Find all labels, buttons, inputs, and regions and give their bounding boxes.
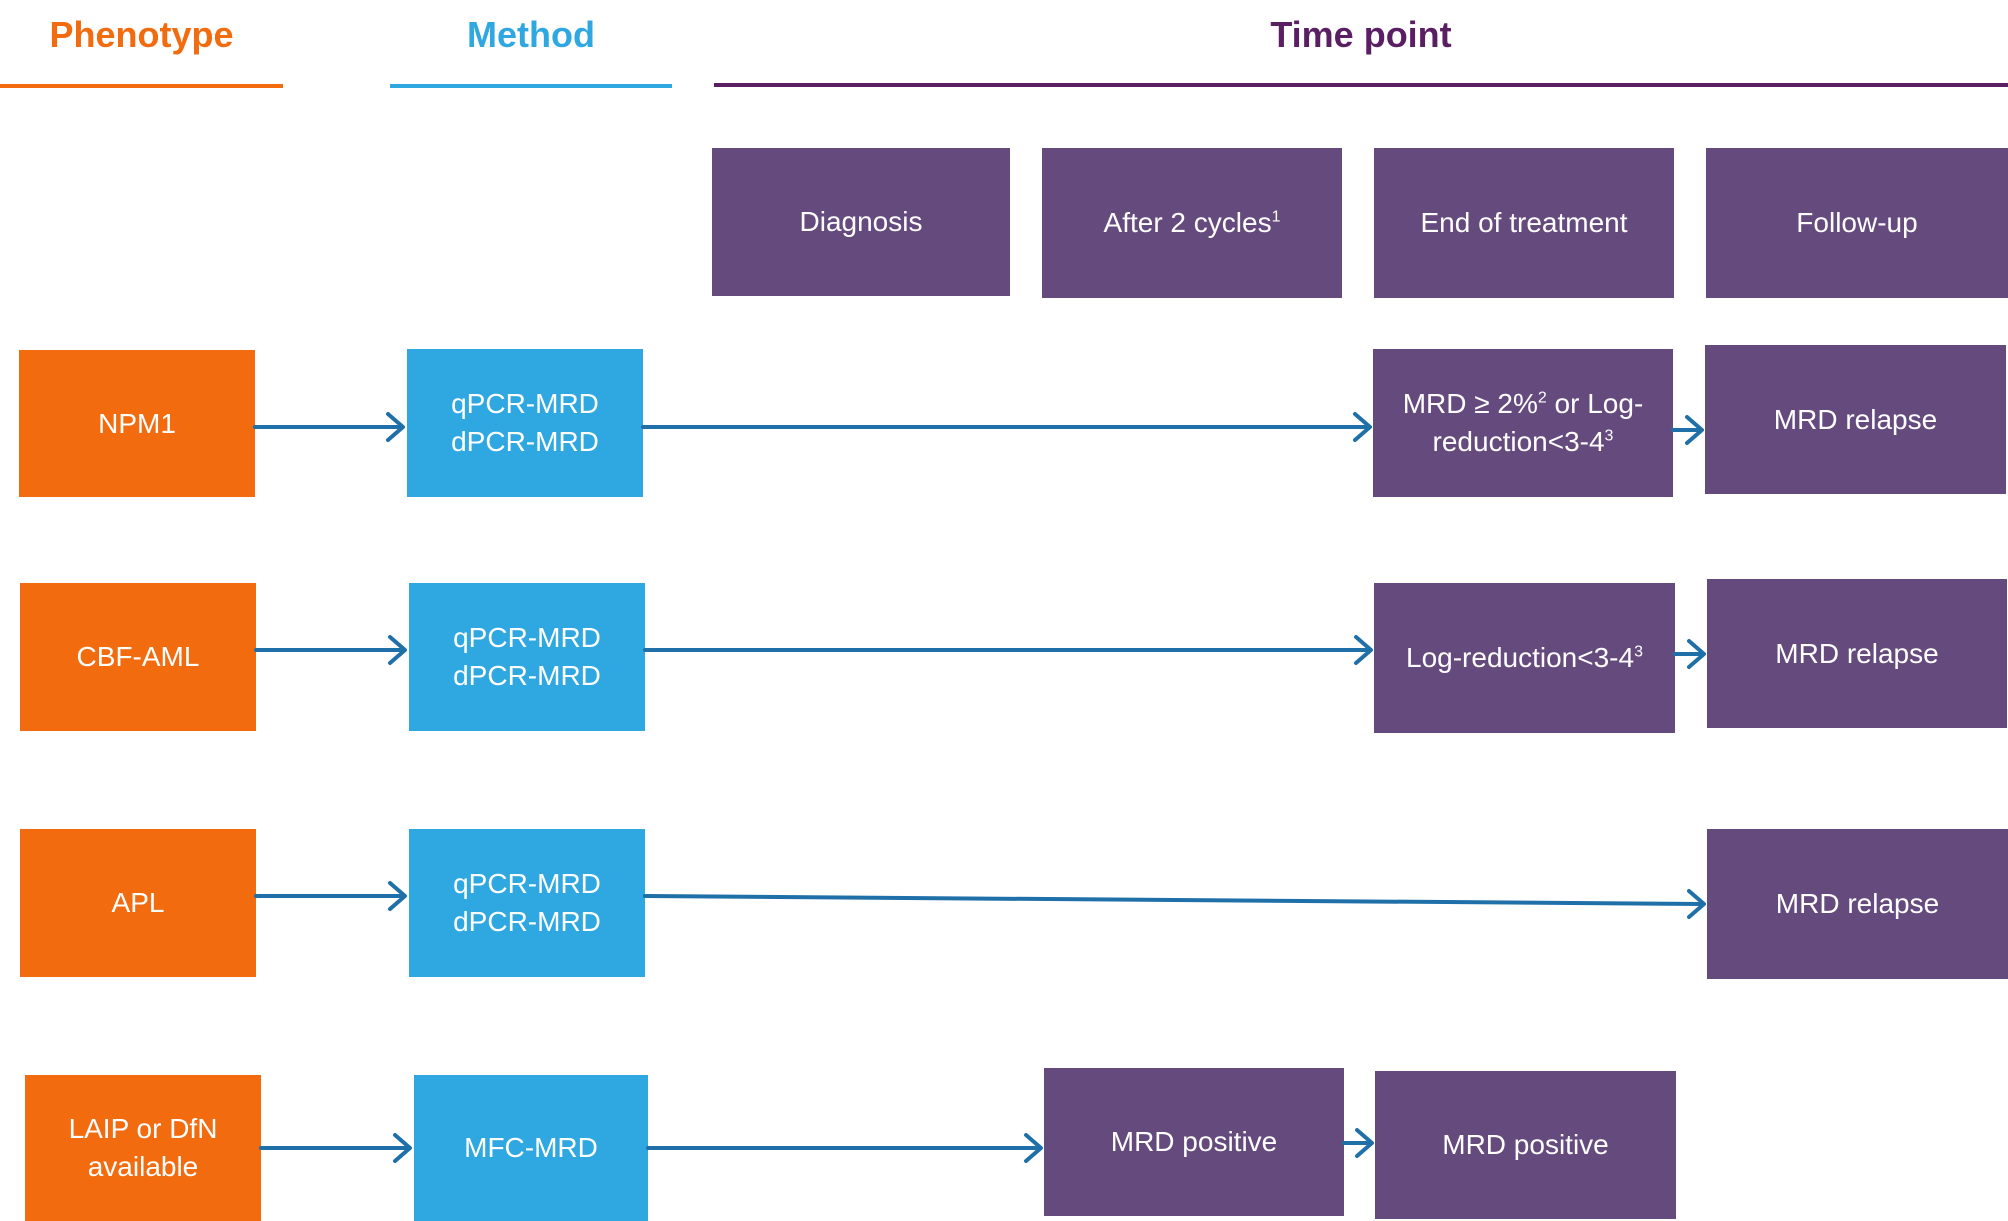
timepoint-after-cycles-label: After 2 cycles1 [1103,207,1281,239]
footnote-1: 1 [1271,208,1281,226]
phenotype-cbf-label: CBF-AML [76,641,200,673]
phenotype-apl-label: APL [111,887,165,919]
npm1-end-of-treatment-criterion: MRD ≥ 2%2 or Log-reduction<3-43 [1373,349,1673,497]
arrowhead [1687,639,1706,669]
phenotype-header: Phenotype [49,14,234,55]
arrowhead [388,635,407,665]
arrowhead [1353,412,1372,442]
cbf-eot-label: Log-reduction<3-43 [1406,642,1643,674]
phenotype-laip-dfn: LAIP or DfN available [25,1075,261,1221]
time-point-header: Time point [1270,14,1452,55]
cbf-followup-label: MRD relapse [1775,637,1939,669]
cbf-follow-up: MRD relapse [1707,579,2007,728]
laip-end-of-treatment: MRD positive [1375,1071,1676,1219]
phenotype-underline [0,84,283,88]
arrow-apl-method-to-followup [643,894,1705,906]
method-underline [390,84,672,88]
method-header: Method [467,14,595,55]
npm1-follow-up: MRD relapse [1705,345,2006,494]
arrowhead [1354,635,1373,665]
timepoint-follow-up: Follow-up [1706,148,2008,298]
arrowhead [1024,1133,1043,1163]
method-mfc-label: MFC-MRD [464,1132,598,1164]
phenotype-laip-label: LAIP or DfN available [68,1113,218,1182]
npm1-eot-label: MRD ≥ 2%2 or Log-reduction<3-43 [1402,388,1644,457]
arrowhead [1685,415,1704,445]
time-point-underline [714,83,2008,87]
laip-after-cycles-label: MRD positive [1110,1126,1278,1158]
arrowhead [1355,1128,1374,1158]
footnote-3: 3 [1604,427,1614,445]
laip-eot-label: MRD positive [1442,1129,1609,1161]
arrowhead [1687,889,1706,919]
cbf-end-of-treatment-criterion: Log-reduction<3-43 [1374,583,1675,733]
arrowhead [388,881,407,911]
phenotype-npm1-label: NPM1 [98,407,176,439]
phenotype-npm1: NPM1 [19,350,255,497]
timepoint-eot-label: End of treatment [1420,207,1628,239]
timepoint-followup-label: Follow-up [1796,207,1918,239]
apl-followup-label: MRD relapse [1775,888,1940,920]
apl-follow-up: MRD relapse [1707,829,2008,979]
timepoint-diagnosis-label: Diagnosis [799,206,923,238]
method-mfc: MFC-MRD [414,1075,648,1221]
phenotype-apl: APL [20,829,256,977]
timepoint-diagnosis: Diagnosis [712,148,1010,296]
footnote-2: 2 [1537,389,1547,407]
timepoint-end-of-treatment: End of treatment [1374,148,1674,298]
footnote-3: 3 [1634,643,1643,661]
phenotype-cbf-aml: CBF-AML [20,583,256,731]
laip-after-2-cycles: MRD positive [1044,1068,1344,1216]
timepoint-after-2-cycles: After 2 cycles1 [1042,148,1342,298]
npm1-followup-label: MRD relapse [1773,403,1938,435]
arrowhead [393,1133,412,1163]
arrowhead [386,412,405,442]
